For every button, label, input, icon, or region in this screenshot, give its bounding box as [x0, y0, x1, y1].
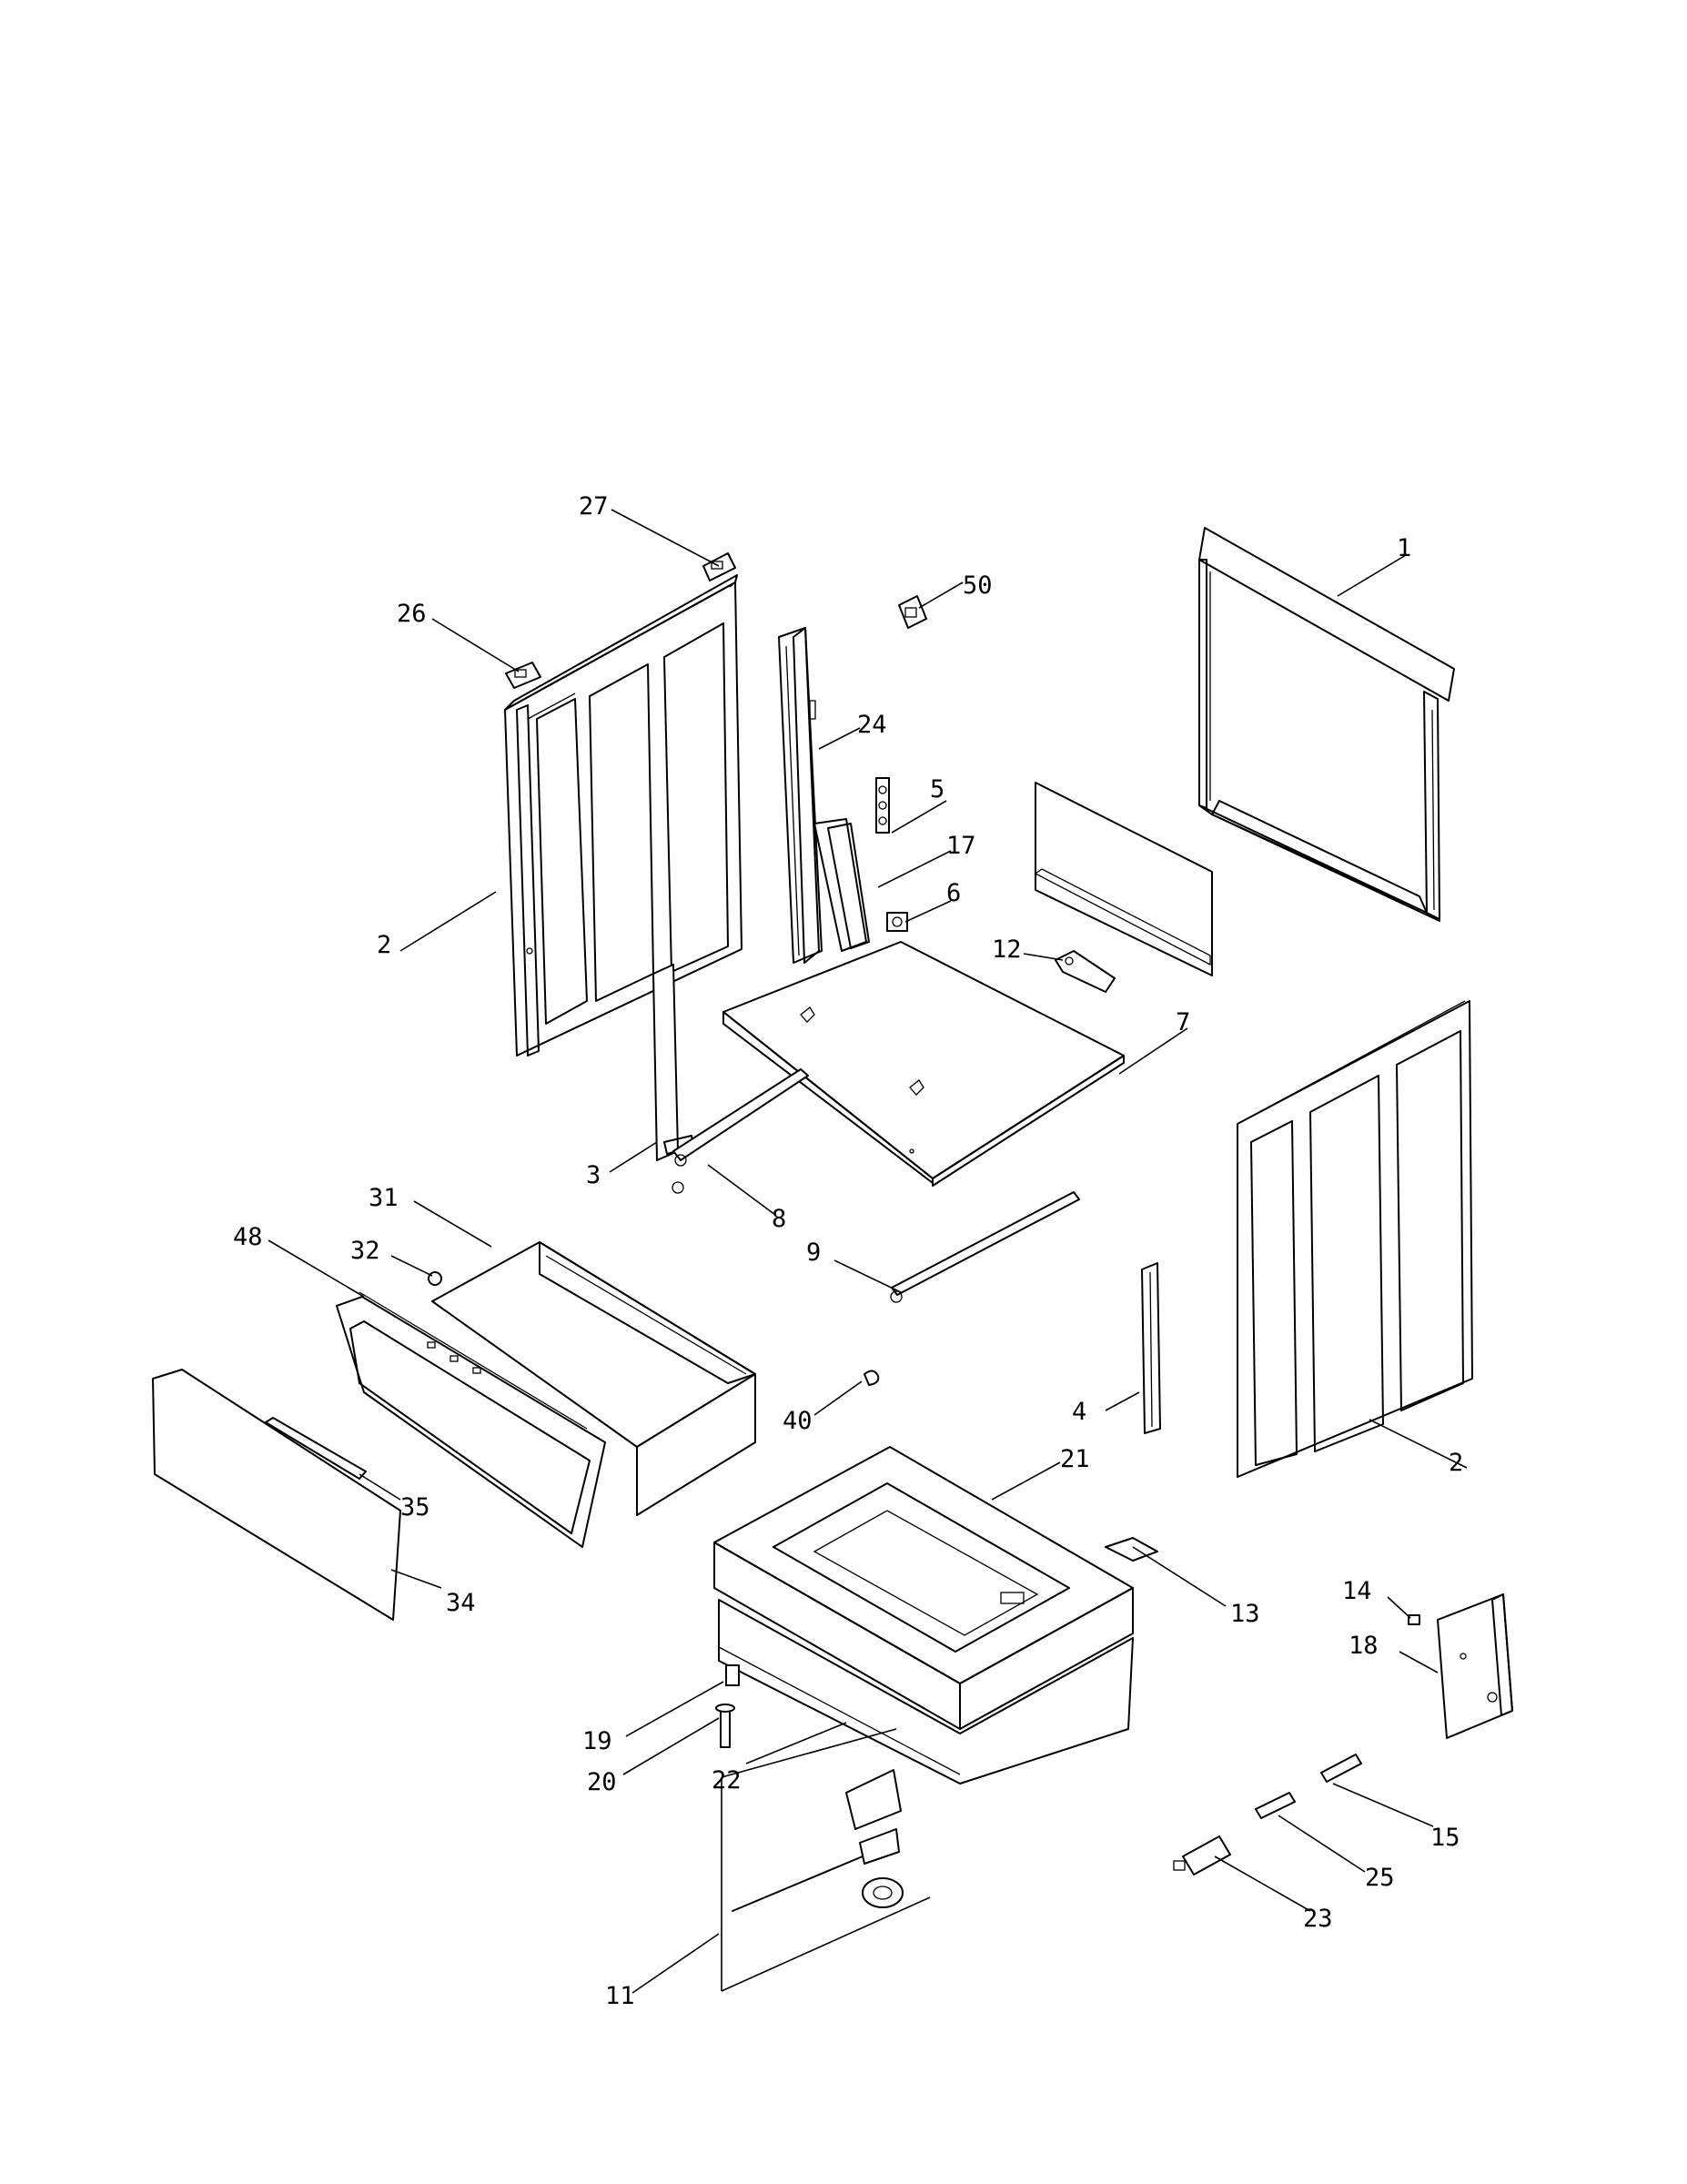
callout-11: 11: [605, 1982, 635, 2010]
part-32-fastener: [428, 1271, 442, 1286]
part-11-igniter-assembly: [721, 1728, 931, 1992]
part-17-bracket: [813, 818, 870, 952]
part-34-drawer-front: [152, 1369, 401, 1621]
part-8-rail: [672, 1068, 809, 1194]
part-1-back-panel: [1198, 527, 1455, 922]
callout-6: 6: [946, 879, 961, 907]
callout-15: 15: [1430, 1824, 1460, 1852]
callout-4: 4: [1072, 1398, 1086, 1426]
part-12-component: [1055, 950, 1116, 993]
callout-23: 23: [1303, 1905, 1333, 1933]
callout-2-right: 2: [1449, 1449, 1463, 1477]
callout-5: 5: [930, 775, 945, 804]
callout-26: 26: [397, 600, 427, 628]
part-7-tray: [722, 941, 1125, 1187]
part-25-fuse: [1255, 1792, 1296, 1819]
leader-lines: [268, 509, 1468, 1994]
callout-50: 50: [963, 571, 993, 600]
callout-17: 17: [946, 832, 976, 860]
callout-27: 27: [579, 492, 609, 521]
part-4-bracket: [1141, 1262, 1161, 1434]
part-19-clip: [725, 1664, 740, 1686]
part-27-hinge: [702, 552, 736, 581]
callout-14: 14: [1342, 1577, 1372, 1605]
part-24-channel: [778, 627, 823, 964]
callout-25: 25: [1365, 1864, 1395, 1892]
part-6-valve: [886, 912, 908, 932]
part-3-bracket: [652, 964, 694, 1161]
callout-3: 3: [586, 1161, 601, 1189]
part-5-component: [875, 777, 890, 834]
part-35-handle: [265, 1417, 367, 1480]
part-15-tube: [1320, 1754, 1362, 1783]
part-9-rail: [890, 1191, 1080, 1303]
part-26-hinge: [505, 662, 541, 689]
callout-24: 24: [857, 711, 887, 739]
part-22-base-pan: [718, 1599, 1134, 1785]
part-48-drawer-frame: [336, 1291, 606, 1548]
part-20-leveler: [715, 1704, 735, 1748]
part-18-enclosure: [1437, 1593, 1513, 1739]
callout-18: 18: [1349, 1632, 1379, 1660]
part-14-clip: [1408, 1614, 1420, 1625]
callout-13: 13: [1230, 1600, 1260, 1628]
part-31-drawer-box: [431, 1241, 756, 1516]
callout-2-left: 2: [377, 931, 391, 959]
callout-20: 20: [587, 1768, 617, 1796]
callout-8: 8: [772, 1205, 786, 1233]
callout-12: 12: [992, 935, 1022, 964]
callout-9: 9: [806, 1239, 821, 1267]
callout-35: 35: [400, 1493, 430, 1522]
callout-labels: 1 2 2 3 4 5 6 7 8 9 11 12 13 14 15 17 18…: [233, 492, 1463, 2010]
callout-19: 19: [582, 1727, 612, 1755]
part-50-switch: [898, 595, 927, 629]
callout-22: 22: [712, 1766, 742, 1795]
part-21-base-frame: [713, 1446, 1134, 1730]
part-40-clip: [864, 1370, 880, 1386]
callout-32: 32: [350, 1237, 380, 1265]
callout-31: 31: [369, 1184, 399, 1212]
part-2-side-panel-right: [1237, 1000, 1473, 1478]
rear-shield-panel: [1034, 782, 1213, 976]
callout-48: 48: [233, 1223, 263, 1251]
callout-1: 1: [1397, 534, 1411, 562]
callout-34: 34: [446, 1589, 476, 1617]
callout-21: 21: [1060, 1445, 1090, 1473]
callout-40: 40: [783, 1407, 813, 1435]
part-23-igniter: [1173, 1835, 1231, 1876]
part-2-side-panel-left: [504, 574, 742, 1057]
callout-7: 7: [1176, 1008, 1190, 1036]
